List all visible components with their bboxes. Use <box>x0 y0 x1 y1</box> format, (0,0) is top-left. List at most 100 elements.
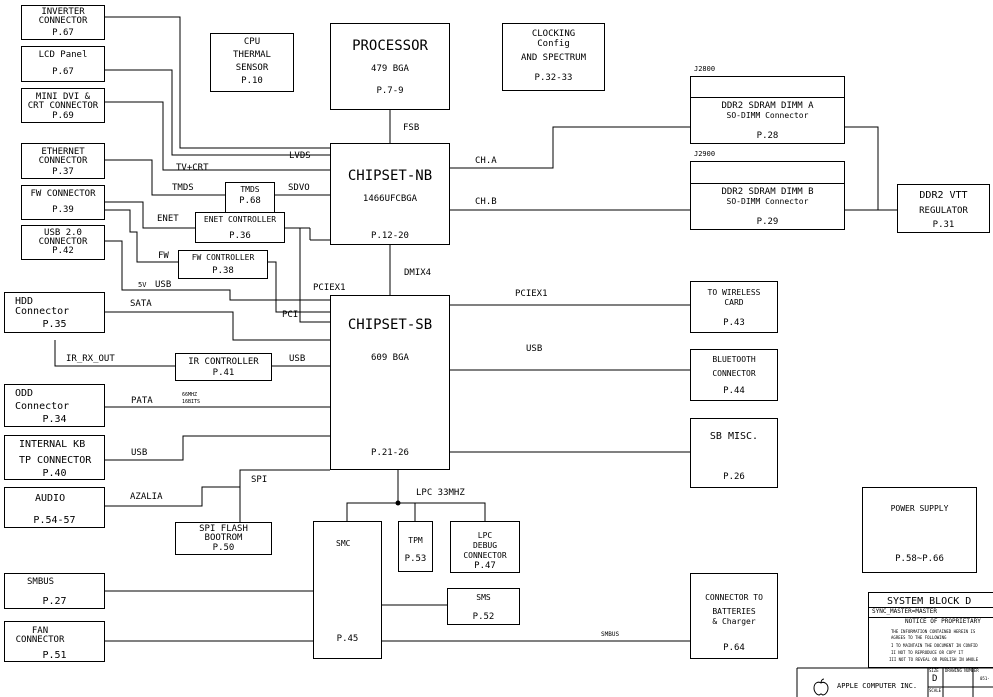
smc-page: P.45 <box>336 634 359 644</box>
notice-line-1: THE INFORMATION CONTAINED HEREIN IS <box>891 629 976 634</box>
wireless-page: P.43 <box>723 318 745 328</box>
title-block-sync: SYNC_MASTER=MASTER <box>872 608 938 615</box>
usbconn-label: USB 2.0 <box>44 228 82 238</box>
odd-label: ODD <box>15 388 34 399</box>
sdvo-label: SDVO <box>288 183 310 193</box>
tvcrt-label: TV+CRT <box>176 163 209 173</box>
spiflash-label-2: BOOTROM <box>204 533 243 543</box>
audio-page: P.54-57 <box>33 515 76 526</box>
dimmb-sub: SO-DIMM Connector <box>726 197 809 206</box>
fwconn-page: P.39 <box>52 205 74 215</box>
fan-connector-block: FAN CONNECTOR P.51 <box>4 621 105 662</box>
batteries-charger-block: CONNECTOR TO BATTERIES & Charger P.64 <box>690 573 778 659</box>
spi-flash-block: SPI FLASH BOOTROM P.50 <box>175 522 272 555</box>
minidvi-label: MINI DVI & <box>35 92 91 102</box>
dimmb-ref: J2900 <box>694 150 716 158</box>
dimmb-label: DDR2 SDRAM DIMM B <box>721 187 814 197</box>
bluetooth-label: BLUETOOTH <box>712 355 756 364</box>
pata-label: PATA <box>131 396 153 406</box>
enet-label: ENET <box>157 214 179 224</box>
bluetooth-connector-block: BLUETOOTH CONNECTOR P.44 <box>690 349 778 401</box>
title-block-title: SYSTEM BLOCK D <box>887 596 972 607</box>
inverter-label: INVERTER <box>41 7 85 17</box>
wireless-label-2: CARD <box>724 298 744 307</box>
usb-ir-label: USB <box>289 354 306 364</box>
fan-label: FAN <box>31 626 49 636</box>
spiflash-page: P.50 <box>212 543 235 553</box>
audio-label: AUDIO <box>35 493 66 504</box>
sb-label: CHIPSET-SB <box>347 317 433 333</box>
company-name: APPLE COMPUTER INC. <box>837 682 918 690</box>
spiflash-label: SPI FLASH <box>199 524 248 534</box>
notice-line-3: I TO MAINTAIN THE DOCUMENT IN CONFID <box>891 643 978 648</box>
kb-page: P.40 <box>42 468 67 479</box>
lpc-debug-connector-block: LPC DEBUG CONNECTOR P.47 <box>450 521 520 573</box>
irctl-label: IR CONTROLLER <box>188 357 259 367</box>
notice-line-5: III NOT TO REVEAL OR PUBLISH IN WHOLE <box>889 657 979 662</box>
fwctl-page: P.38 <box>212 266 234 276</box>
mini-dvi-block: MINI DVI & CRT CONNECTOR P.69 <box>21 88 105 123</box>
cha-label: CH.A <box>475 156 497 166</box>
batteries-label-2: BATTERIES <box>712 607 756 616</box>
enet-controller-block: ENET CONTROLLER P.36 <box>195 212 285 243</box>
title-divider <box>869 607 993 608</box>
batteries-page: P.64 <box>723 643 745 653</box>
nb-package: 1466UFCBGA <box>362 194 418 204</box>
cpu-thermal-label-2: THERMAL <box>233 50 271 60</box>
odd-label-2: Connector <box>15 401 70 412</box>
fwctl-label: FW CONTROLLER <box>191 253 255 262</box>
sb-package: 609 BGA <box>371 353 409 363</box>
vtt-label-2: REGULATOR <box>919 206 968 216</box>
wireless-label: TO WIRELESS <box>707 288 761 297</box>
cpu-thermal-label-3: SENSOR <box>235 63 269 73</box>
wireless-card-block: TO WIRELESS CARD P.43 <box>690 281 778 333</box>
tmds-label: TMDS <box>240 185 260 194</box>
vtt-label: DDR2 VTT <box>919 190 968 201</box>
irctl-page: P.41 <box>212 368 235 378</box>
usb-sb-label: USB <box>526 344 543 354</box>
apple-logo-icon <box>813 678 829 696</box>
fw-connector-block: FW CONNECTOR P.39 <box>21 185 105 220</box>
internal-kb-block: INTERNAL KB TP CONNECTOR P.40 <box>4 435 105 480</box>
batteries-label-3: & Charger <box>712 617 756 626</box>
ethernet-label: ETHERNET <box>41 147 85 157</box>
tpm-block: TPM P.53 <box>398 521 433 572</box>
bluetooth-page: P.44 <box>723 386 745 396</box>
drawing-number: 051- <box>980 676 990 681</box>
hdd-label: HDD <box>15 296 34 307</box>
hdd-connector-block: HDD Connector P.35 <box>4 292 105 333</box>
title-block: SYSTEM BLOCK D SYNC_MASTER=MASTER NOTICE… <box>868 592 993 668</box>
title-block-notice: NOTICE OF PROPRIETARY <box>905 618 981 625</box>
power-label: POWER SUPPLY <box>890 504 949 513</box>
processor-page: P.7-9 <box>376 86 404 96</box>
sb-misc-block: SB MISC. P.26 <box>690 418 778 488</box>
ethernet-page: P.37 <box>52 167 74 177</box>
lcd-label: LCD Panel <box>38 50 88 60</box>
tmds-bus-label: TMDS <box>172 183 194 193</box>
pata-bits-note: 16BITS <box>182 399 201 405</box>
size-label: SIZE <box>929 668 939 673</box>
usbconn-page: P.42 <box>52 246 74 256</box>
notice-line-2: AGREES TO THE FOLLOWING <box>891 635 947 640</box>
dimm-b-block: DDR2 SDRAM DIMM B SO-DIMM Connector P.29 <box>690 183 845 230</box>
fan-label-2: CONNECTOR <box>15 635 65 645</box>
dimma-ref: J2800 <box>694 65 716 73</box>
usb-top-label: USB <box>155 280 172 290</box>
clocking-label-2: Config <box>537 39 570 49</box>
cpu-thermal-sensor-block: CPU THERMAL SENSOR P.10 <box>210 33 294 92</box>
hdd-label-2: Connector <box>15 306 70 317</box>
dimmb-page: P.29 <box>756 217 779 227</box>
batteries-label: CONNECTOR TO <box>705 593 763 602</box>
fsb-label: FSB <box>403 123 420 133</box>
sms-label: SMS <box>476 593 491 602</box>
smbus-page: P.27 <box>42 596 67 607</box>
lpcdebug-label-3: CONNECTOR <box>463 551 507 560</box>
tpm-label: TPM <box>408 536 423 545</box>
tmds-page: P.68 <box>239 196 261 206</box>
ethernet-label-2: CONNECTOR <box>38 156 88 166</box>
fwconn-label: FW CONNECTOR <box>30 189 96 199</box>
sbmisc-page: P.26 <box>723 472 745 482</box>
enetctl-label: ENET CONTROLLER <box>203 215 277 224</box>
chipset-nb-block: CHIPSET-NB 1466UFCBGA P.12-20 <box>330 143 450 245</box>
